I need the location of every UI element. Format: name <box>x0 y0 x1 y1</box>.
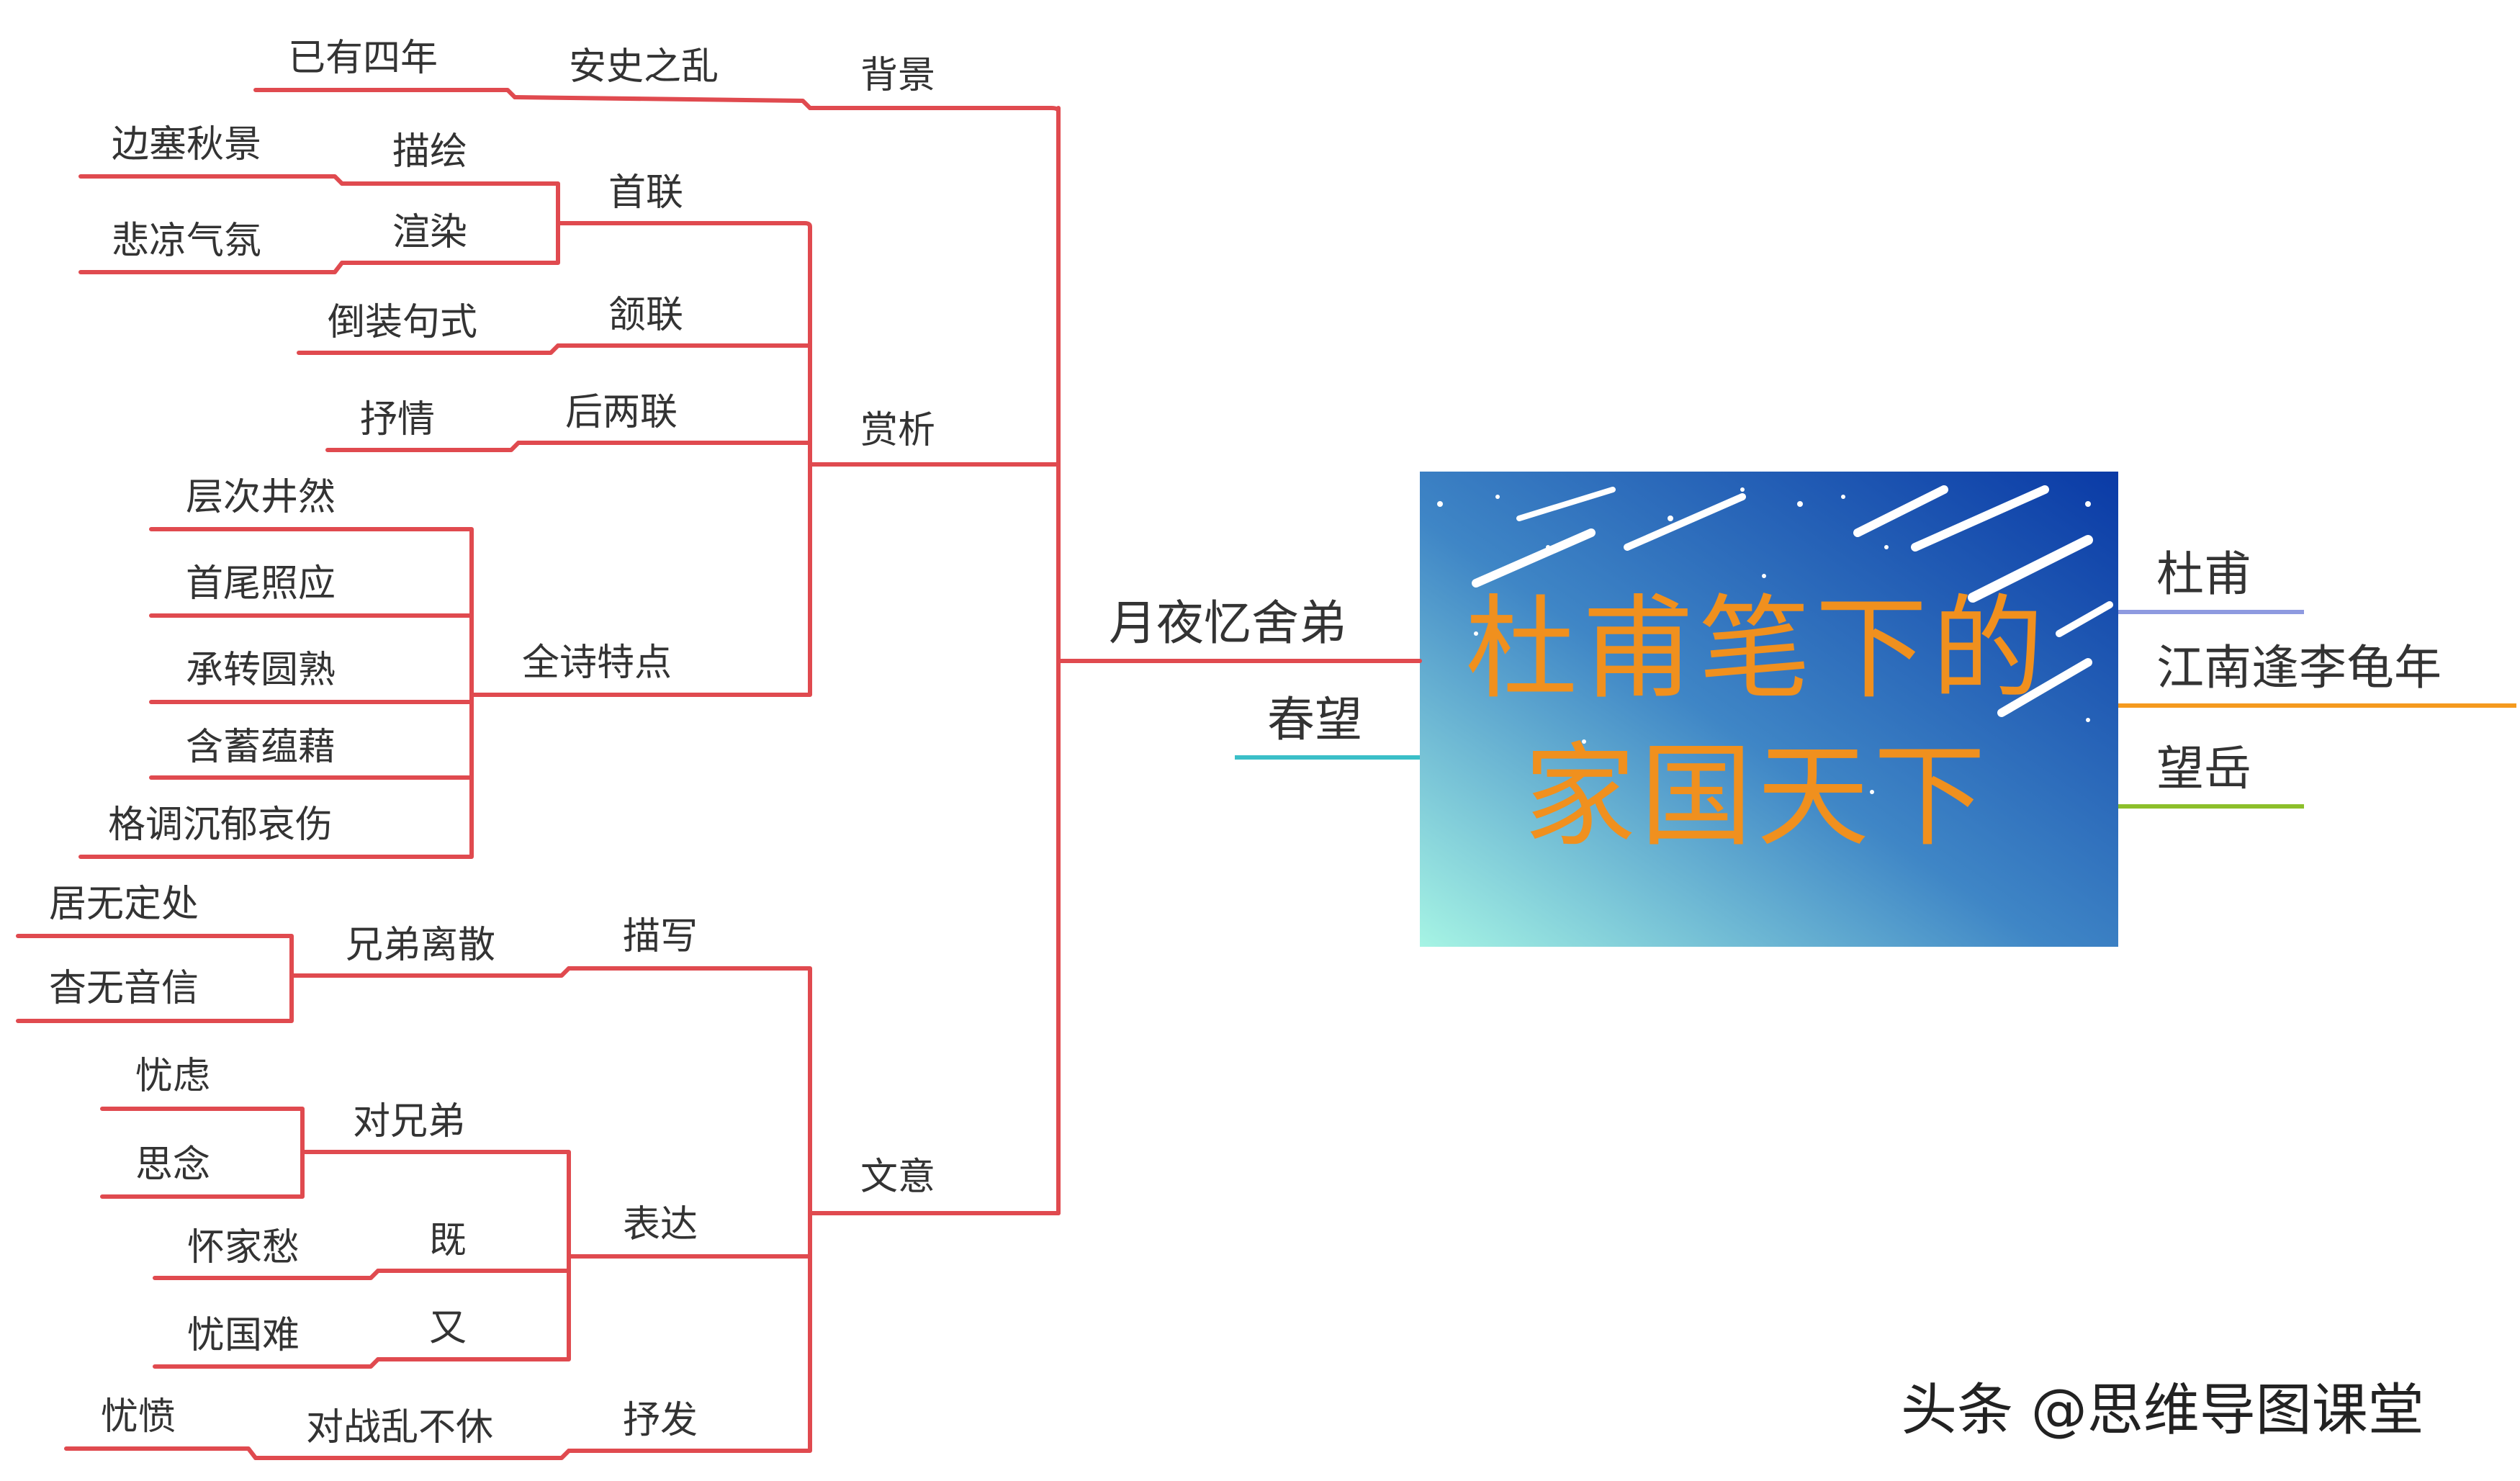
branch-dufu[interactable]: 杜甫 <box>2118 546 2304 614</box>
node-ji-label: 既 <box>429 1219 467 1262</box>
node-hanlian[interactable]: 颔联 倒装句式 <box>297 294 683 355</box>
node-shufa[interactable]: 抒发 对战乱不休 忧愤 <box>64 1395 698 1460</box>
link-quanshi-5 <box>78 693 474 859</box>
node-hanlian-label: 颔联 <box>608 294 683 337</box>
node-huaijia-label: 怀家愁 <box>187 1226 300 1269</box>
node-bianse-label: 边塞秋景 <box>112 123 261 166</box>
link-youfen <box>64 1446 258 1460</box>
node-shoulian-label: 首联 <box>608 171 683 215</box>
node-xuanran-label: 渲染 <box>392 211 467 254</box>
node-sinian-label: 已有四年 <box>288 37 438 80</box>
link-huaijia <box>153 1269 380 1280</box>
link-youlv <box>100 1107 305 1154</box>
node-sinian2-label: 思念 <box>135 1143 210 1187</box>
node-daozhuang-label: 倒装句式 <box>328 301 477 344</box>
node-you-label: 又 <box>429 1307 467 1350</box>
branch-jiangnan[interactable]: 江南逢李龟年 <box>2118 640 2516 708</box>
branch-yueye-label: 月夜忆舍弟 <box>1109 595 1346 651</box>
shangxi-lower-trunk <box>469 462 812 697</box>
link-yaowu <box>16 973 294 1023</box>
link-xiongdi <box>289 966 571 978</box>
link-duixiongdi <box>300 1150 571 1259</box>
link-juwu <box>16 934 294 978</box>
link-daozhuang <box>297 343 560 355</box>
watermark: 头条 @思维导图课堂 <box>1901 1378 2424 1443</box>
link-miaohui <box>340 181 560 225</box>
node-beiliang-label: 悲凉气氛 <box>112 220 261 263</box>
link-bianse <box>78 174 344 186</box>
list-item: 首尾照应 <box>186 562 336 606</box>
branch-wangyue[interactable]: 望岳 <box>2118 741 2304 809</box>
node-youfen-label: 忧愤 <box>101 1395 176 1439</box>
link-sinian <box>253 88 517 99</box>
branch-yueye[interactable]: 月夜忆舍弟 <box>1056 595 1422 663</box>
node-wenyi[interactable]: 文意 <box>567 966 935 1453</box>
node-shoulian[interactable]: 首联 描绘 渲染 边塞秋景 悲凉气氛 <box>78 123 683 274</box>
node-anshi-label: 安史之乱 <box>569 45 719 89</box>
link-youguo <box>153 1357 380 1369</box>
node-shufa-label: 抒发 <box>623 1399 698 1442</box>
node-miaoxie-label: 描写 <box>623 915 698 958</box>
node-xiongdi-label: 兄弟离散 <box>346 924 495 967</box>
central-topic-line2: 家国天下 <box>1524 731 1990 862</box>
list-item: 层次井然 <box>186 476 336 519</box>
node-youlv-label: 忧虑 <box>135 1055 210 1098</box>
link-duizhan <box>253 1449 571 1460</box>
star-decoration <box>1437 487 2091 794</box>
node-shangxi-label: 赏析 <box>860 409 935 452</box>
central-topic-line1: 杜甫笔下的 <box>1465 583 2048 714</box>
node-quanshi[interactable]: 全诗特点 层次井然 首尾照应 承转圆熟 含蓄蕴藉 格调沉郁哀伤 <box>78 476 672 859</box>
list-item: 格调沉郁哀伤 <box>108 803 333 847</box>
list-item: 含蓄蕴藉 <box>186 726 336 769</box>
node-houlianglian-label: 后两联 <box>565 391 678 434</box>
meteor-decoration <box>1472 485 2113 717</box>
link-xuanran <box>340 221 560 265</box>
link-beiliang <box>78 261 344 274</box>
link-you <box>376 1254 571 1361</box>
link-sinian2 <box>100 1150 305 1199</box>
node-duixiongdi-label: 对兄弟 <box>353 1100 465 1143</box>
node-beijing[interactable]: 背景 安史之乱 已有四年 <box>253 37 935 110</box>
branch-wangyue-label: 望岳 <box>2156 741 2251 796</box>
link-beijing <box>808 106 1061 114</box>
link-quanshi-1 <box>149 527 474 697</box>
node-shuqing-label: 抒情 <box>360 398 435 441</box>
branch-chunwang[interactable]: 春望 <box>1235 692 1420 760</box>
node-yaowu-label: 杳无音信 <box>49 967 199 1010</box>
branch-chunwang-label: 春望 <box>1267 692 1362 747</box>
node-houlianglian[interactable]: 后两联 抒情 <box>325 391 678 452</box>
link-anshi <box>513 95 812 110</box>
node-miaoxie[interactable]: 描写 兄弟离散 居无定处 杳无音信 <box>16 883 698 1023</box>
branch-dufu-label: 杜甫 <box>2156 546 2251 602</box>
link-shufa <box>567 1211 812 1453</box>
node-duizhan-label: 对战乱不休 <box>306 1406 493 1449</box>
node-juwu-label: 居无定处 <box>49 883 199 926</box>
node-youguo-label: 忧国难 <box>187 1314 300 1357</box>
shangxi-upper-trunk <box>556 221 812 467</box>
central-topic[interactable]: 杜甫笔下的 家国天下 <box>1420 472 2118 947</box>
node-biaoda[interactable]: 表达 对兄弟 忧虑 思念 既 怀家愁 又 忧国难 <box>100 1055 698 1369</box>
node-miaohui-label: 描绘 <box>392 130 467 174</box>
link-miaoxie <box>567 966 812 1215</box>
node-shangxi[interactable]: 赏析 <box>469 221 935 697</box>
node-quanshi-label: 全诗特点 <box>522 642 672 685</box>
branch-jiangnan-label: 江南逢李龟年 <box>2156 640 2442 696</box>
node-beijing-label: 背景 <box>860 54 935 97</box>
node-wenyi-label: 文意 <box>860 1156 935 1199</box>
node-biaoda-label: 表达 <box>623 1203 698 1246</box>
list-item: 承转圆熟 <box>186 649 336 692</box>
link-shuqing <box>325 441 521 452</box>
